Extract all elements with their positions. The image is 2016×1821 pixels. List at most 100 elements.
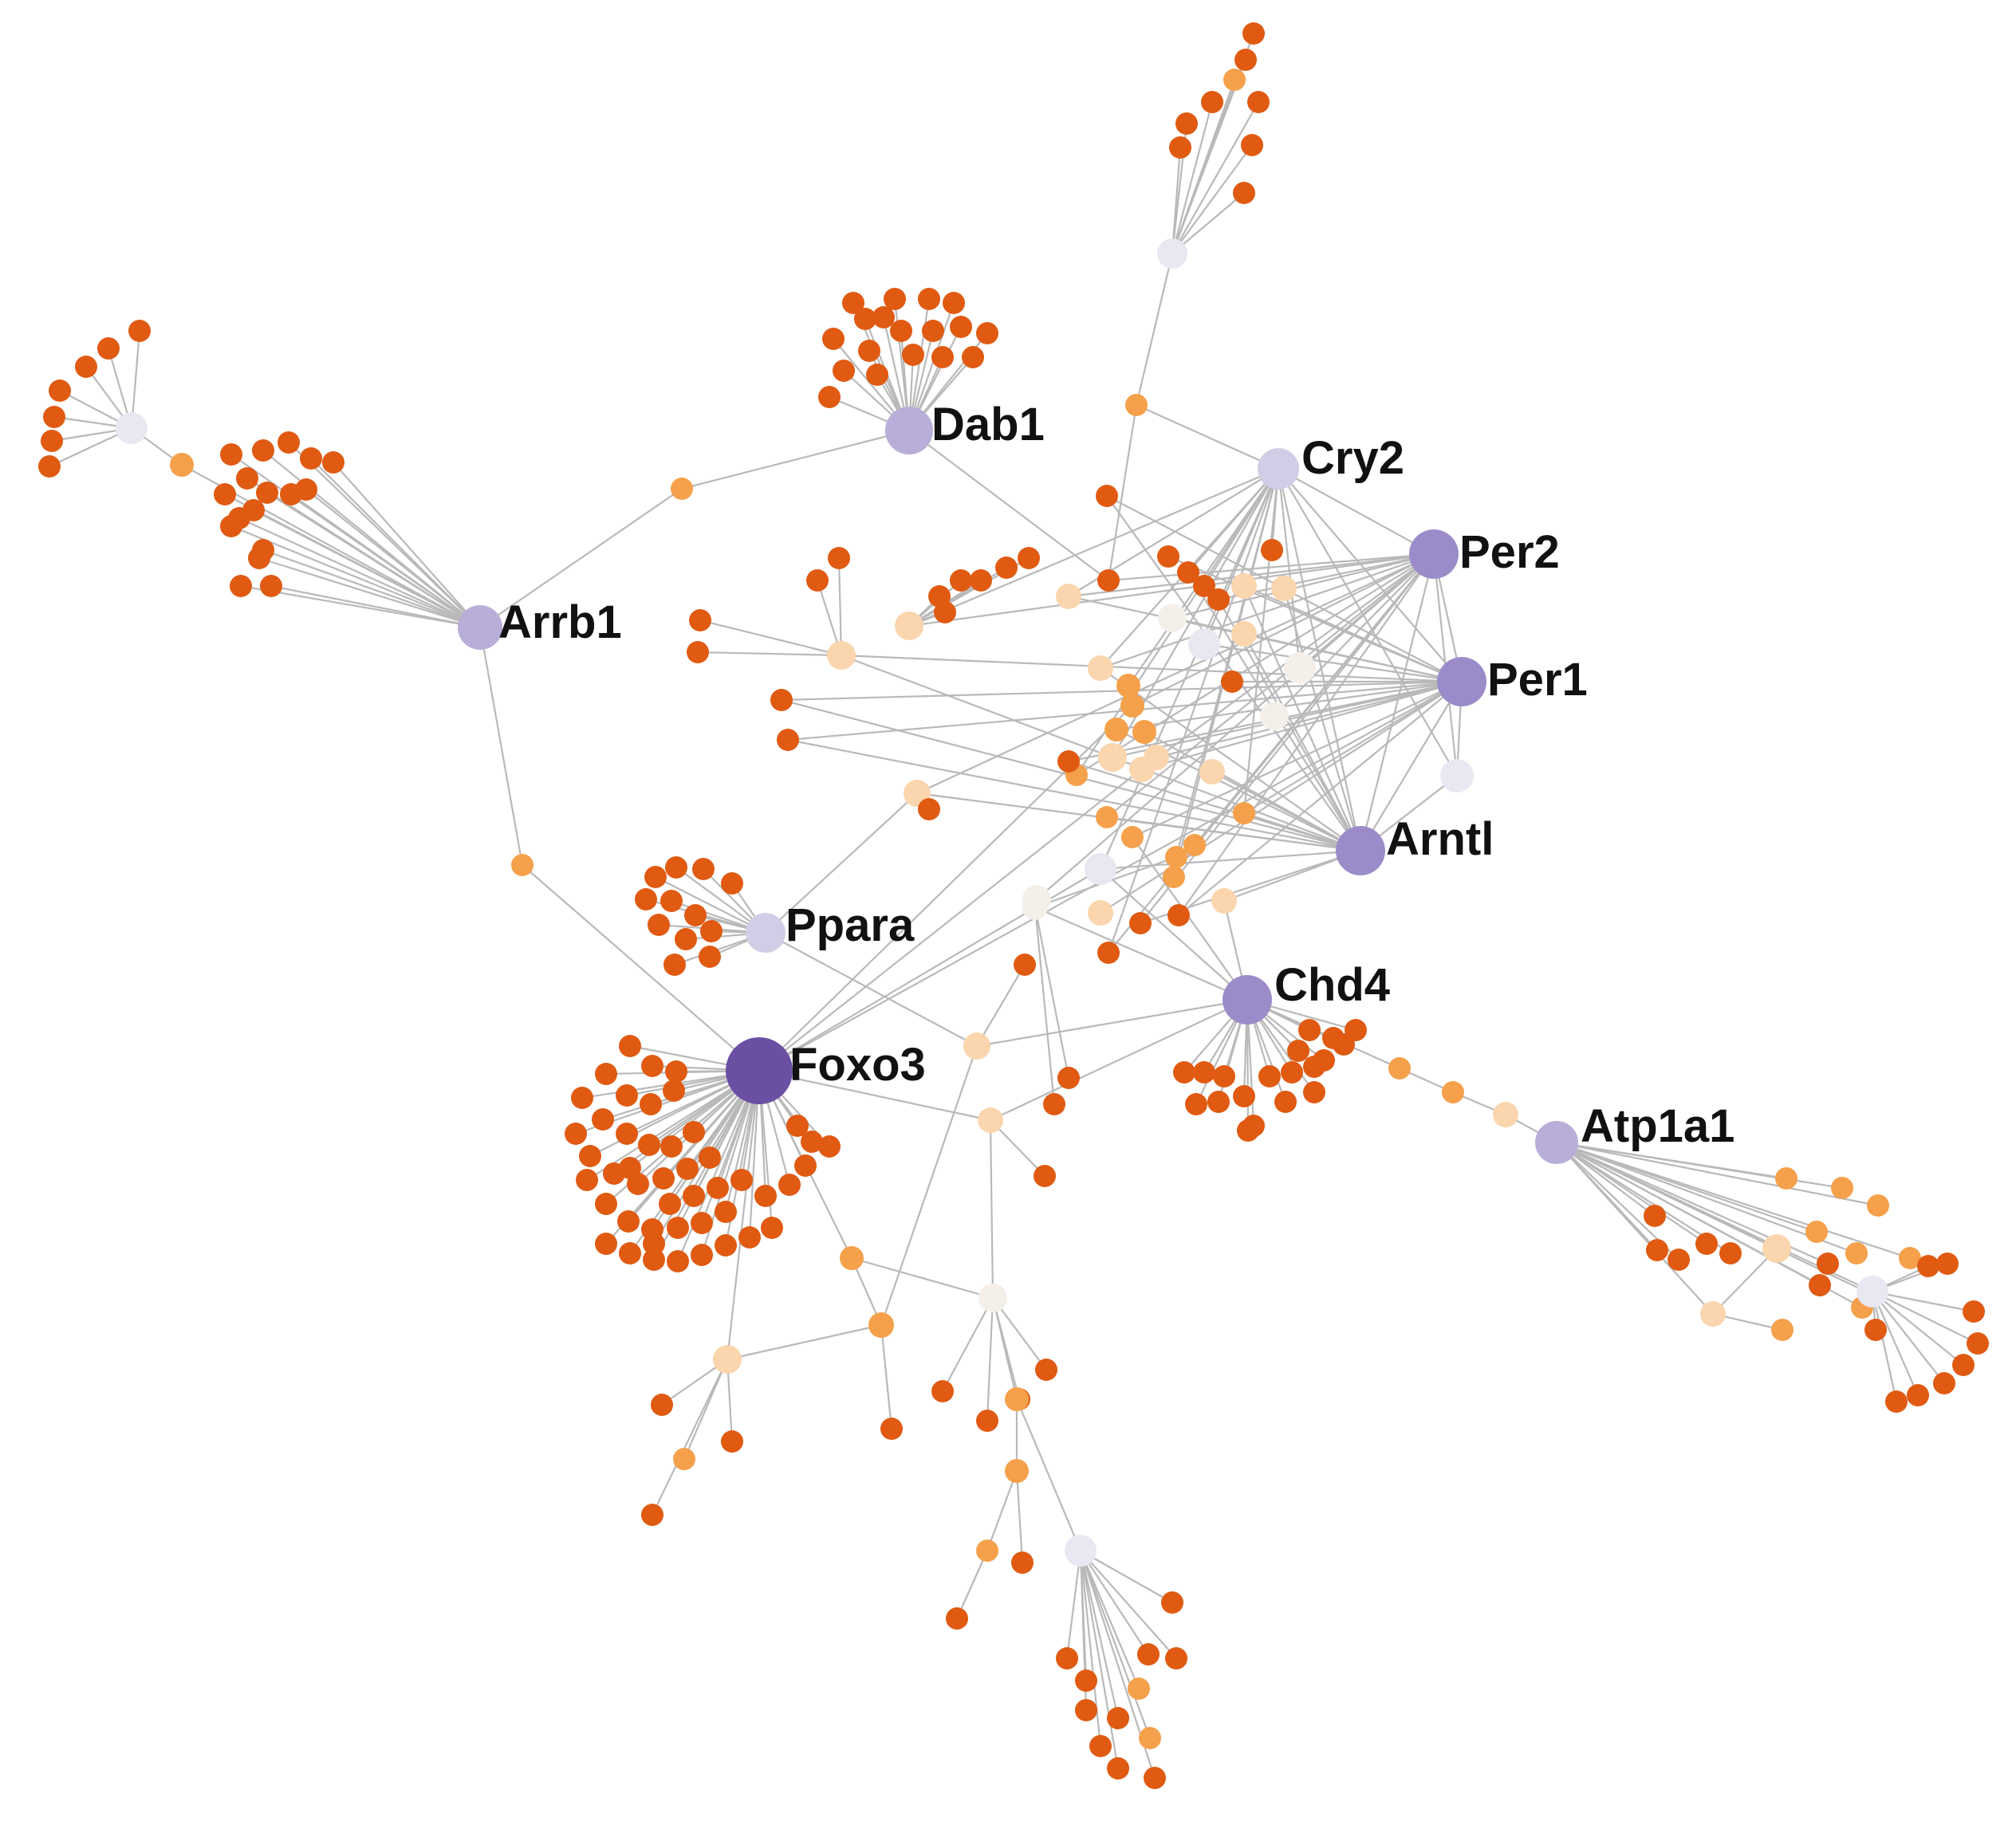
network-edge bbox=[1243, 633, 1361, 852]
network-node-160 bbox=[1287, 1040, 1309, 1062]
hub-label-cry2: Cry2 bbox=[1301, 432, 1404, 484]
hub-label-per2: Per2 bbox=[1459, 526, 1560, 578]
network-node-95 bbox=[665, 856, 687, 879]
hub-label-per1: Per1 bbox=[1487, 654, 1588, 706]
network-node-33 bbox=[715, 1234, 737, 1257]
network-edge bbox=[908, 467, 1279, 627]
network-node-203 bbox=[1129, 912, 1152, 934]
network-node-66 bbox=[220, 443, 242, 466]
network-edge bbox=[1872, 1291, 1945, 1384]
network-node-57 bbox=[918, 288, 940, 310]
network-node-89 bbox=[128, 320, 151, 342]
network-node-132 bbox=[1762, 1234, 1791, 1263]
network-node-173 bbox=[1207, 588, 1230, 611]
network-node-97 bbox=[721, 872, 743, 895]
hub-label-ppara: Ppara bbox=[786, 899, 915, 951]
network-node-45 bbox=[730, 1169, 753, 1191]
network-node-211 bbox=[1018, 547, 1040, 569]
network-node-139 bbox=[1952, 1354, 1975, 1376]
network-node-7 bbox=[663, 1080, 685, 1102]
hub-node-atp1a1 bbox=[1535, 1121, 1578, 1164]
network-node-140 bbox=[1933, 1372, 1955, 1394]
network-edge bbox=[1556, 1141, 1911, 1260]
network-node-157 bbox=[1298, 1019, 1321, 1041]
network-node-27 bbox=[715, 1201, 737, 1223]
network-edge bbox=[880, 1324, 893, 1430]
network-node-78 bbox=[220, 515, 242, 537]
network-node-232 bbox=[868, 1312, 894, 1338]
network-node-170 bbox=[1157, 545, 1179, 568]
network-edge bbox=[238, 517, 481, 629]
network-edge bbox=[266, 492, 481, 628]
network-node-214 bbox=[828, 547, 850, 569]
network-node-72 bbox=[214, 483, 236, 505]
network-node-65 bbox=[872, 306, 895, 328]
network-node-107 bbox=[1242, 22, 1265, 45]
network-edge bbox=[990, 999, 1248, 1121]
network-edge bbox=[1099, 468, 1280, 870]
network-node-54 bbox=[884, 288, 906, 310]
network-node-49 bbox=[833, 360, 855, 382]
network-node-226 bbox=[1034, 1165, 1056, 1187]
network-edge bbox=[1132, 681, 1463, 838]
network-node-130 bbox=[1899, 1247, 1921, 1269]
hub-node-arrb1 bbox=[458, 605, 502, 650]
network-node-239 bbox=[978, 1284, 1007, 1312]
network-node-196 bbox=[1165, 846, 1187, 868]
network-edge bbox=[1203, 643, 1463, 683]
network-node-19 bbox=[676, 1158, 699, 1180]
network-edge bbox=[253, 509, 481, 628]
network-node-247 bbox=[946, 1607, 968, 1630]
network-node-151 bbox=[1258, 1065, 1281, 1087]
network-edge bbox=[1079, 1550, 1152, 1739]
network-edge bbox=[765, 932, 978, 1047]
network-node-81 bbox=[260, 575, 282, 597]
network-node-179 bbox=[1231, 621, 1257, 647]
network-node-129 bbox=[1805, 1221, 1828, 1243]
network-node-258 bbox=[1075, 1699, 1097, 1721]
network-node-228 bbox=[1022, 895, 1048, 920]
network-node-176 bbox=[1261, 539, 1283, 561]
network-edge bbox=[1034, 907, 1056, 1105]
network-edge bbox=[1872, 1291, 1979, 1344]
network-node-191 bbox=[1199, 759, 1225, 785]
network-node-193 bbox=[1096, 806, 1118, 828]
network-edge bbox=[1135, 253, 1174, 406]
network-edge bbox=[290, 494, 481, 628]
network-node-14 bbox=[565, 1123, 587, 1145]
network-edge bbox=[989, 1119, 994, 1299]
hub-node-chd4 bbox=[1223, 975, 1272, 1025]
network-edge bbox=[1871, 1291, 1920, 1396]
hub-label-arrb1: Arrb1 bbox=[498, 596, 622, 648]
network-node-111 bbox=[1247, 91, 1270, 113]
network-edge bbox=[270, 584, 481, 629]
network-node-169 bbox=[1097, 569, 1120, 592]
network-node-101 bbox=[648, 914, 670, 936]
network-node-184 bbox=[1116, 674, 1140, 698]
network-node-213 bbox=[827, 641, 856, 670]
network-node-152 bbox=[1281, 1061, 1303, 1084]
network-node-142 bbox=[1885, 1390, 1908, 1413]
network-node-174 bbox=[1231, 573, 1257, 599]
network-edge bbox=[1080, 1550, 1173, 1603]
network-node-240 bbox=[931, 1380, 954, 1402]
network-node-246 bbox=[976, 1540, 998, 1562]
network-node-125 bbox=[1775, 1167, 1797, 1190]
network-node-163 bbox=[1237, 1119, 1259, 1142]
network-node-121 bbox=[1719, 1242, 1742, 1264]
network-node-3 bbox=[665, 1060, 687, 1083]
network-node-229 bbox=[1057, 1067, 1080, 1089]
network-edge bbox=[765, 793, 918, 934]
network-node-25 bbox=[667, 1217, 689, 1239]
hub-node-cry2 bbox=[1258, 448, 1299, 490]
network-node-46 bbox=[643, 1233, 665, 1255]
network-node-61 bbox=[950, 316, 972, 338]
network-node-141 bbox=[1907, 1384, 1929, 1406]
hub-node-foxo3 bbox=[726, 1037, 793, 1104]
network-node-82 bbox=[252, 539, 274, 561]
network-node-8 bbox=[571, 1087, 593, 1109]
network-node-70 bbox=[300, 447, 322, 470]
network-edge bbox=[522, 864, 760, 1072]
network-edge bbox=[1171, 101, 1214, 254]
